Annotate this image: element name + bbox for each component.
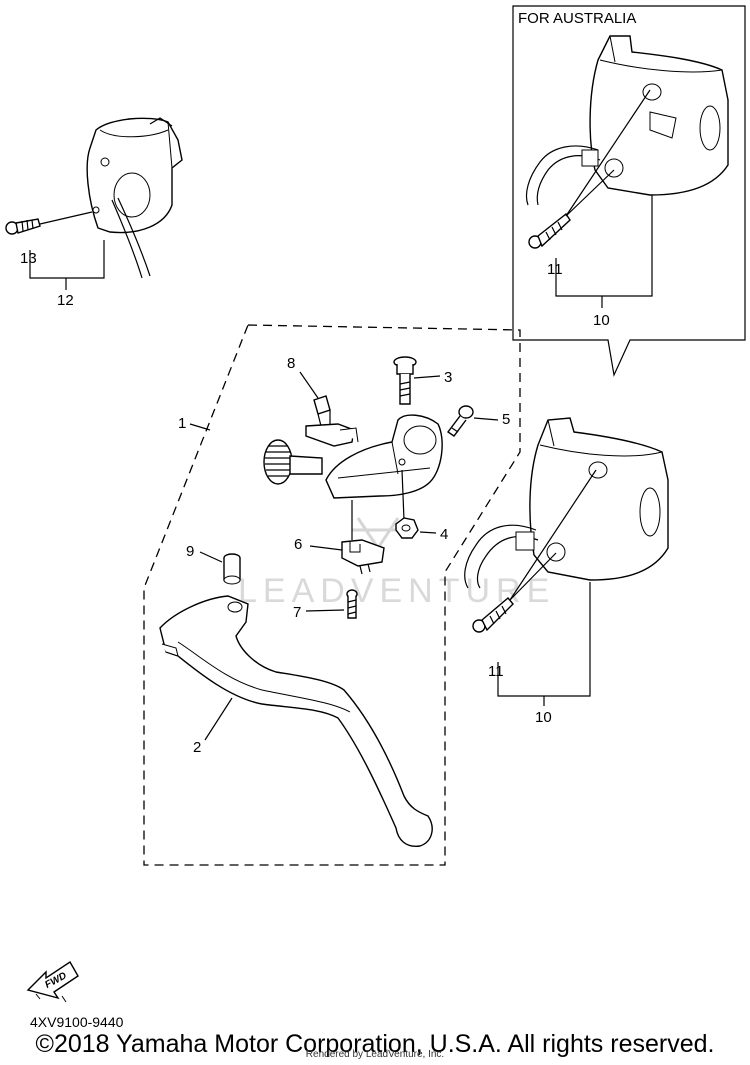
fwd-arrow-icon <box>26 961 79 1003</box>
callout-2: 2 <box>193 739 201 756</box>
bolt-3 <box>393 356 441 405</box>
screw-8 <box>299 371 331 431</box>
callout-9: 9 <box>186 543 194 560</box>
bracket-12 <box>29 240 105 290</box>
inset-switch-housing <box>525 35 729 206</box>
callout-7: 7 <box>293 604 301 621</box>
screw-7 <box>305 589 358 619</box>
switch-6 <box>309 500 385 575</box>
rendered-by-notice: Rendered by LeadVenture, Inc. <box>305 1049 445 1060</box>
right-switch-housing <box>464 417 669 589</box>
lever-holder <box>325 414 443 499</box>
watermark-text: LEADVENTURE <box>238 572 555 610</box>
inset-callout-10: 10 <box>593 312 610 329</box>
inset-bracket-10 <box>555 195 653 308</box>
adjuster-knob <box>263 439 323 485</box>
lever-bracket-clip <box>305 423 359 447</box>
collar-9 <box>199 551 241 585</box>
callout-11: 11 <box>488 663 504 680</box>
left-switch-assembly <box>86 117 183 279</box>
callout-6: 6 <box>294 536 302 553</box>
callout-1: 1 <box>178 415 186 432</box>
copyright-notice: ©2018 Yamaha Motor Corporation, U.S.A. A… <box>35 1030 715 1058</box>
right-screw-11 <box>472 469 597 633</box>
inset-box <box>512 5 746 378</box>
right-bracket-10 <box>497 582 591 706</box>
callout-3: 3 <box>444 369 452 386</box>
nut-4 <box>395 469 437 539</box>
screw-5 <box>446 405 499 437</box>
inset-screw-11 <box>528 89 651 249</box>
lever-2 <box>159 595 433 847</box>
callout-13: 13 <box>20 250 37 267</box>
assembly-1-outline <box>143 324 521 866</box>
callout-4: 4 <box>440 526 448 543</box>
inset-callout-11: 11 <box>547 261 563 278</box>
callout-10: 10 <box>535 709 552 726</box>
screw-13 <box>5 211 93 235</box>
callout-12: 12 <box>57 292 74 309</box>
callout-8: 8 <box>287 355 295 372</box>
diagram-code: 4XV9100-9440 <box>30 1014 124 1030</box>
callout-1-leader <box>189 423 211 431</box>
inset-title: FOR AUSTRALIA <box>518 10 636 27</box>
callout-5: 5 <box>502 411 510 428</box>
